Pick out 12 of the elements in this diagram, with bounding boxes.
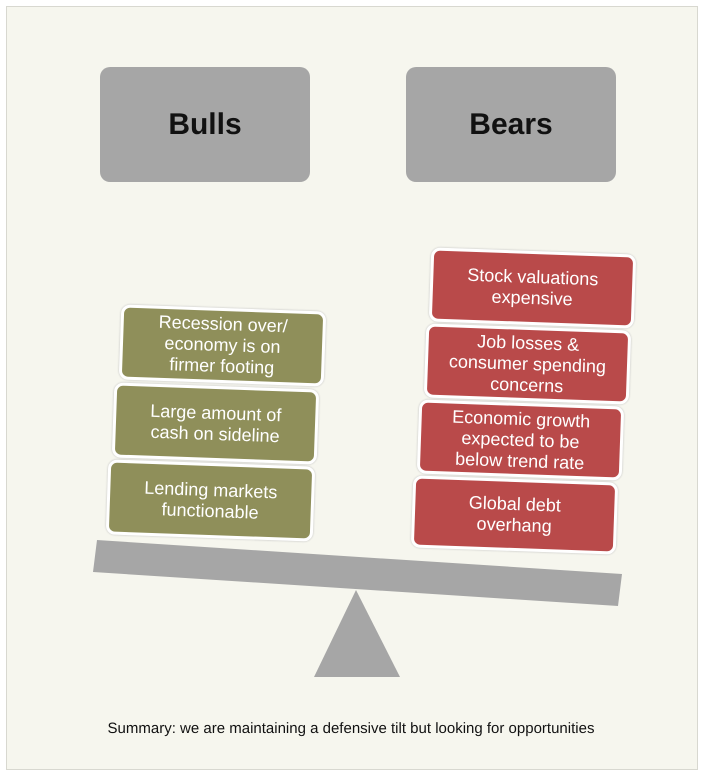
reason-card: Job losses & consumer spending concerns <box>424 323 632 405</box>
summary-caption: Summary: we are maintaining a defensive tilt but looking for opportunities <box>106 720 596 737</box>
reason-card: Large amount of cash on sideline <box>112 382 320 465</box>
reason-card: Stock valuations expensive <box>428 247 636 329</box>
header-box <box>100 67 310 182</box>
header-label: Bulls <box>168 108 242 142</box>
header-label: Bears <box>469 108 553 142</box>
reason-card: Global debt overhang <box>410 475 618 555</box>
header-box <box>406 67 616 182</box>
reason-card: Lending markets functionable <box>106 459 316 542</box>
reason-card: Economic growth expected to be below trend rate <box>416 399 624 481</box>
reason-card: Recession over/ economy is on firmer footing <box>118 304 326 387</box>
